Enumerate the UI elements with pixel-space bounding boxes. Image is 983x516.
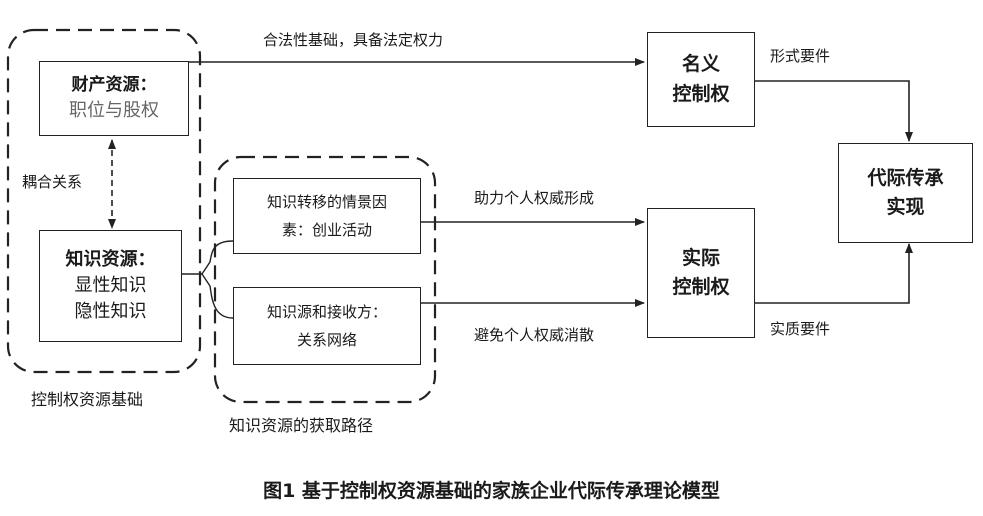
actual-control-line2: 控制权 bbox=[672, 276, 730, 298]
brace-connector bbox=[201, 240, 234, 319]
group-label-acquisition-path: 知识资源的获取路径 bbox=[229, 416, 374, 435]
knowledge-resource-box: 知识资源： 显性知识 隐性知识 bbox=[39, 230, 182, 342]
explicit-knowledge-label: 显性知识 bbox=[74, 274, 147, 296]
property-resource-title: 财产资源： bbox=[71, 75, 157, 96]
nominal-control-line1: 名义 bbox=[681, 53, 720, 76]
knowledge-transfer-line2: 素：创业活动 bbox=[281, 221, 372, 239]
edge-label-legal-basis: 合法性基础，具备法定权力 bbox=[263, 31, 444, 49]
succession-line1: 代际传承 bbox=[867, 166, 944, 189]
edge-label-substance-requirement: 实质要件 bbox=[770, 320, 831, 338]
property-resource-box: 财产资源： 职位与股权 bbox=[39, 61, 189, 136]
edge-label-assist: 助力个人权威形成 bbox=[474, 189, 595, 207]
arrow-form bbox=[755, 80, 913, 142]
tacit-knowledge-label: 隐性知识 bbox=[74, 301, 147, 323]
knowledge-resource-title: 知识资源： bbox=[65, 248, 156, 270]
actual-control-box: 实际 控制权 bbox=[647, 208, 755, 338]
group-label-resource-base: 控制权资源基础 bbox=[31, 390, 144, 409]
succession-line2: 实现 bbox=[886, 196, 925, 218]
succession-box: 代际传承 实现 bbox=[838, 143, 973, 243]
knowledge-transfer-line1: 知识转移的情景因 bbox=[266, 192, 387, 211]
figure-caption: 图1 基于控制权资源基础的家族企业代际传承理论模型 bbox=[263, 480, 720, 502]
edge-label-avoid: 避免个人权威消散 bbox=[474, 326, 595, 344]
resource-base-group-border bbox=[6, 28, 202, 374]
knowledge-source-box: 知识源和接收方： 关系网络 bbox=[233, 287, 421, 365]
edge-label-coupling: 耦合关系 bbox=[22, 173, 83, 191]
nominal-control-box: 名义 控制权 bbox=[647, 32, 755, 127]
nominal-control-line2: 控制权 bbox=[672, 82, 730, 105]
property-resource-detail: 职位与股权 bbox=[69, 99, 159, 121]
arrow-substance bbox=[755, 243, 913, 304]
knowledge-source-line2: 关系网络 bbox=[296, 331, 357, 349]
knowledge-transfer-box: 知识转移的情景因 素：创业活动 bbox=[233, 178, 421, 254]
actual-control-line1: 实际 bbox=[681, 246, 720, 269]
knowledge-source-line1: 知识源和接收方： bbox=[266, 302, 387, 321]
edge-label-form-requirement: 形式要件 bbox=[770, 47, 831, 65]
